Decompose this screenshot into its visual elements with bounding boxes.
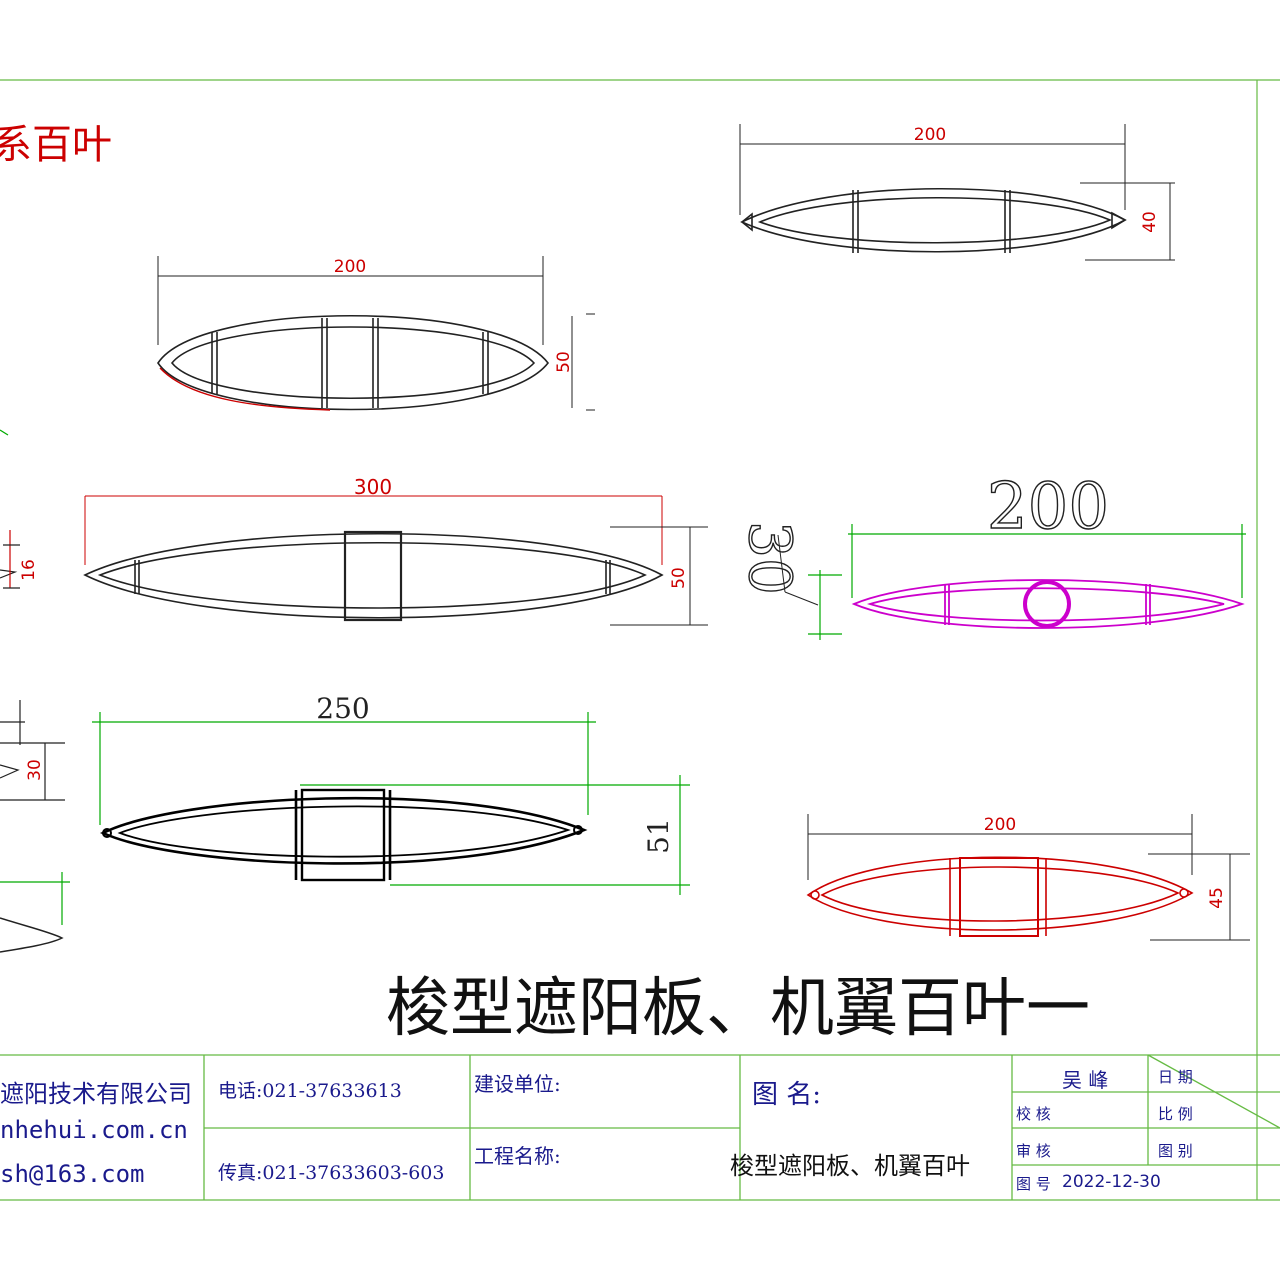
dimension-width-label: 200 (334, 257, 366, 277)
dimension-top-right (739, 124, 1175, 261)
company-email-fragment: sh@163.com (0, 1160, 145, 1188)
profile-red-200 (806, 856, 1194, 937)
client-label: 建设单位: (474, 1072, 561, 1096)
profile-left-edge-partial-bottom (0, 872, 70, 953)
dimension-height-label: 50 (669, 567, 689, 589)
review-label: 审 核 (1016, 1142, 1051, 1160)
profile-outline (851, 579, 1245, 629)
drawing-date-value: 2022-12-30 (1062, 1172, 1161, 1192)
profile-inner-outline (170, 326, 536, 399)
dimension-middle-300-height (610, 526, 708, 626)
dimension-height-label: 45 (1207, 887, 1227, 909)
profile-left-edge-partial-30 (0, 700, 65, 801)
profile-top-left (157, 314, 550, 411)
leader-line (777, 534, 786, 593)
profile-highlight-edge (159, 367, 331, 411)
project-name-label: 工程名称: (474, 1144, 561, 1168)
category-label: 图 别 (1158, 1142, 1193, 1160)
company-name-fragment: 遮阳技术有限公司 (0, 1080, 192, 1108)
dimension-height-label-large: 30 (736, 521, 804, 595)
dimension-width-label: 250 (316, 692, 369, 725)
profile-outline (83, 533, 664, 619)
dimension-height-label: 51 (642, 818, 675, 854)
fax-number: 传真:021-37633603-603 (218, 1162, 445, 1184)
designer-name: 吴 峰 (1062, 1068, 1109, 1092)
dimension-bottom-250 (92, 712, 690, 895)
profile-inner-outline (866, 587, 1225, 622)
profile-circular-core (1023, 580, 1071, 628)
title-block-grid (0, 1054, 1280, 1201)
dimension-height-label: 50 (554, 351, 574, 373)
dimension-magenta-200 (808, 524, 1246, 640)
dimension-width-label: 300 (354, 475, 392, 499)
scale-label: 比 例 (1158, 1105, 1193, 1123)
dimension-width-label-large: 200 (987, 470, 1109, 544)
dimension-middle-300 (84, 495, 663, 565)
dimension-width-label: 200 (914, 125, 946, 145)
profile-top-right (740, 187, 1127, 253)
dimension-height-label: 40 (1140, 211, 1160, 233)
dimension-top-left (157, 256, 595, 411)
company-website-fragment: nhehui.com.cn (0, 1116, 188, 1144)
profile-inner-outline (97, 541, 647, 609)
drawing-name-label: 图 名: (752, 1080, 822, 1110)
dimension-height-label: 16 (19, 559, 39, 581)
dimension-width-label: 200 (984, 815, 1016, 835)
profile-bottom-250 (99, 788, 588, 882)
main-drawing-title: 梭型遮阳板、机翼百叶一 (386, 972, 1090, 1046)
phone-number: 电话:021-37633613 (218, 1080, 402, 1102)
dimension-red-200 (807, 814, 1250, 941)
profile-inner-outline (757, 196, 1113, 244)
header-title-fragment: 系百叶 (0, 122, 112, 168)
profile-outline (99, 796, 588, 865)
profile-left-edge-partial (0, 429, 20, 589)
profile-tip (1111, 211, 1127, 230)
check-label: 校 核 (1016, 1105, 1051, 1123)
drawing-number-label: 图 号 (1016, 1175, 1051, 1193)
profile-outline (157, 314, 550, 411)
profile-inner-outline (820, 866, 1180, 922)
profile-middle-300 (83, 530, 664, 622)
dimension-height-label: 30 (25, 759, 45, 781)
leader-line (784, 591, 819, 606)
drawing-name-value: 梭型遮阳板、机翼百叶 (730, 1152, 970, 1180)
date-label: 日 期 (1158, 1068, 1193, 1086)
profile-inner-outline (117, 805, 571, 858)
profile-outline (806, 856, 1194, 931)
profile-tip (740, 212, 753, 232)
profile-magenta-200 (851, 579, 1245, 629)
